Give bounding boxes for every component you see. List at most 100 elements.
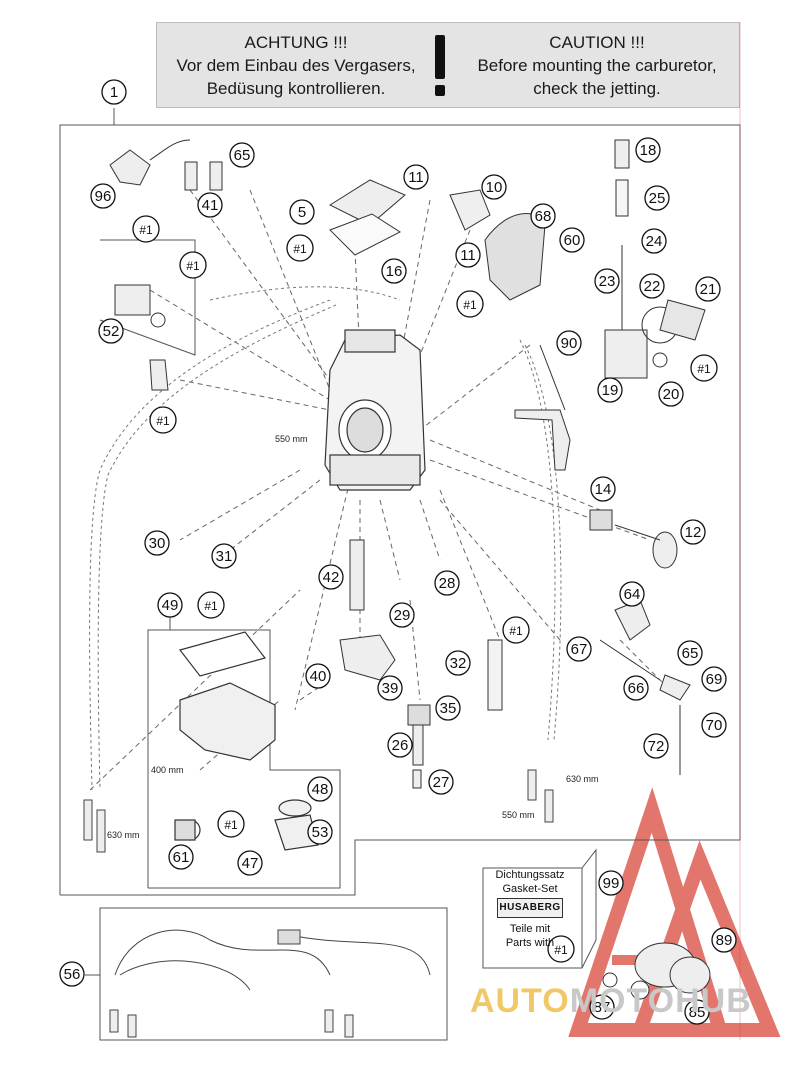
warning-en-line1: Before mounting the carburetor, [477,56,717,75]
callout-66: 66 [623,675,649,701]
svg-text:99: 99 [603,875,620,892]
callout-65: 65 [229,142,255,168]
svg-text:25: 25 [649,190,666,207]
callout-70: 70 [701,712,727,738]
svg-text:40: 40 [310,668,327,685]
svg-text:70: 70 [706,717,723,734]
callout-64: 64 [619,581,645,607]
svg-text:#1: #1 [224,818,238,832]
callout-11: 11 [455,242,481,268]
svg-text:61: 61 [173,849,190,866]
svg-text:31: 31 [216,548,233,565]
leader-lines [89,189,681,791]
callout-69: 69 [701,666,727,692]
svg-text:10: 10 [486,179,503,196]
svg-text:48: 48 [312,781,329,798]
needle-jet-parts [339,539,503,789]
callout-65: 65 [677,640,703,666]
callout-28: 28 [434,570,460,596]
dimension-label: 630 mm [107,830,140,840]
callout-42: 42 [318,564,344,590]
svg-text:#1: #1 [293,242,307,256]
svg-text:#1: #1 [509,624,523,638]
svg-text:65: 65 [682,645,699,662]
svg-text:41: 41 [202,197,219,214]
svg-text:11: 11 [408,169,424,186]
watermark-part1: AUTO [470,982,570,1020]
callout-hash1: #1 [149,406,177,434]
callout-56: 56 [59,961,85,987]
svg-text:14: 14 [595,481,612,498]
svg-text:89: 89 [716,932,733,949]
callout-90: 90 [556,330,582,356]
svg-text:29: 29 [394,607,411,624]
svg-text:90: 90 [561,335,578,352]
callout-19: 19 [597,377,623,403]
callout-68: 68 [530,203,556,229]
callout-60: 60 [559,227,585,253]
accelerator-pump-cover [602,942,711,1000]
choke-lever [514,344,571,471]
dimension-label: 550 mm [502,810,535,820]
callout-21: 21 [695,276,721,302]
callout-99: 99 [598,870,624,896]
svg-text:39: 39 [382,680,399,697]
warning-de-line2: Bedüsung kontrollieren. [206,79,386,98]
callout-32: 32 [445,650,471,676]
callout-26: 26 [387,732,413,758]
svg-text:27: 27 [433,774,450,791]
svg-text:85: 85 [689,1004,706,1021]
svg-text:16: 16 [386,263,403,280]
callout-16: 16 [381,258,407,284]
svg-text:49: 49 [162,597,179,614]
callout-30: 30 [144,530,170,556]
callout-85: 85 [684,999,710,1025]
svg-text:#1: #1 [697,362,711,376]
svg-text:#1: #1 [139,223,153,237]
svg-text:12: 12 [685,524,702,541]
callout-67: 67 [566,636,592,662]
callout-hash1: #1 [217,810,245,838]
warning-en-line2: check the jetting. [533,79,661,98]
svg-text:68: 68 [535,208,552,225]
callout-hash1: #1 [547,935,575,963]
svg-text:#1: #1 [463,298,477,312]
bottom-cables [109,929,431,1038]
warning-de-title: ACHTUNG !!! [244,33,348,52]
callout-hash1: #1 [132,215,160,243]
callout-47: 47 [237,850,263,876]
callout-31: 31 [211,543,237,569]
svg-text:66: 66 [628,680,645,697]
callout-39: 39 [377,675,403,701]
svg-text:30: 30 [149,535,166,552]
svg-text:42: 42 [323,569,340,586]
float-bowl [174,631,319,851]
gasket-line3: Teile mit [509,923,551,935]
svg-text:47: 47 [242,855,259,872]
callout-40: 40 [305,663,331,689]
accelerator-pump-parts [604,139,706,379]
svg-text:26: 26 [392,737,409,754]
svg-text:#1: #1 [186,259,200,273]
caution-box: ACHTUNG !!! Vor dem Einbau des Vergasers… [156,22,740,108]
warning-en-title: CAUTION !!! [549,33,645,52]
svg-text:67: 67 [571,641,588,658]
svg-text:22: 22 [644,278,661,295]
top-cover [328,179,406,256]
svg-text:96: 96 [95,188,112,205]
watermark-part3: HUB [675,982,752,1020]
svg-text:60: 60 [564,232,581,249]
dimension-label: 550 mm [275,434,308,444]
callout-hash1: #1 [502,616,530,644]
warning-german: ACHTUNG !!! Vor dem Einbau des Vergasers… [161,31,431,100]
svg-text:23: 23 [599,273,616,290]
lever-assembly [599,599,691,775]
warning-english: CAUTION !!! Before mounting the carburet… [462,31,732,100]
throttle-bracket [449,189,546,301]
callout-hash1: #1 [179,251,207,279]
svg-text:5: 5 [298,204,306,221]
dimension-label: 630 mm [566,774,599,784]
svg-text:#1: #1 [156,414,170,428]
svg-text:64: 64 [624,586,641,603]
